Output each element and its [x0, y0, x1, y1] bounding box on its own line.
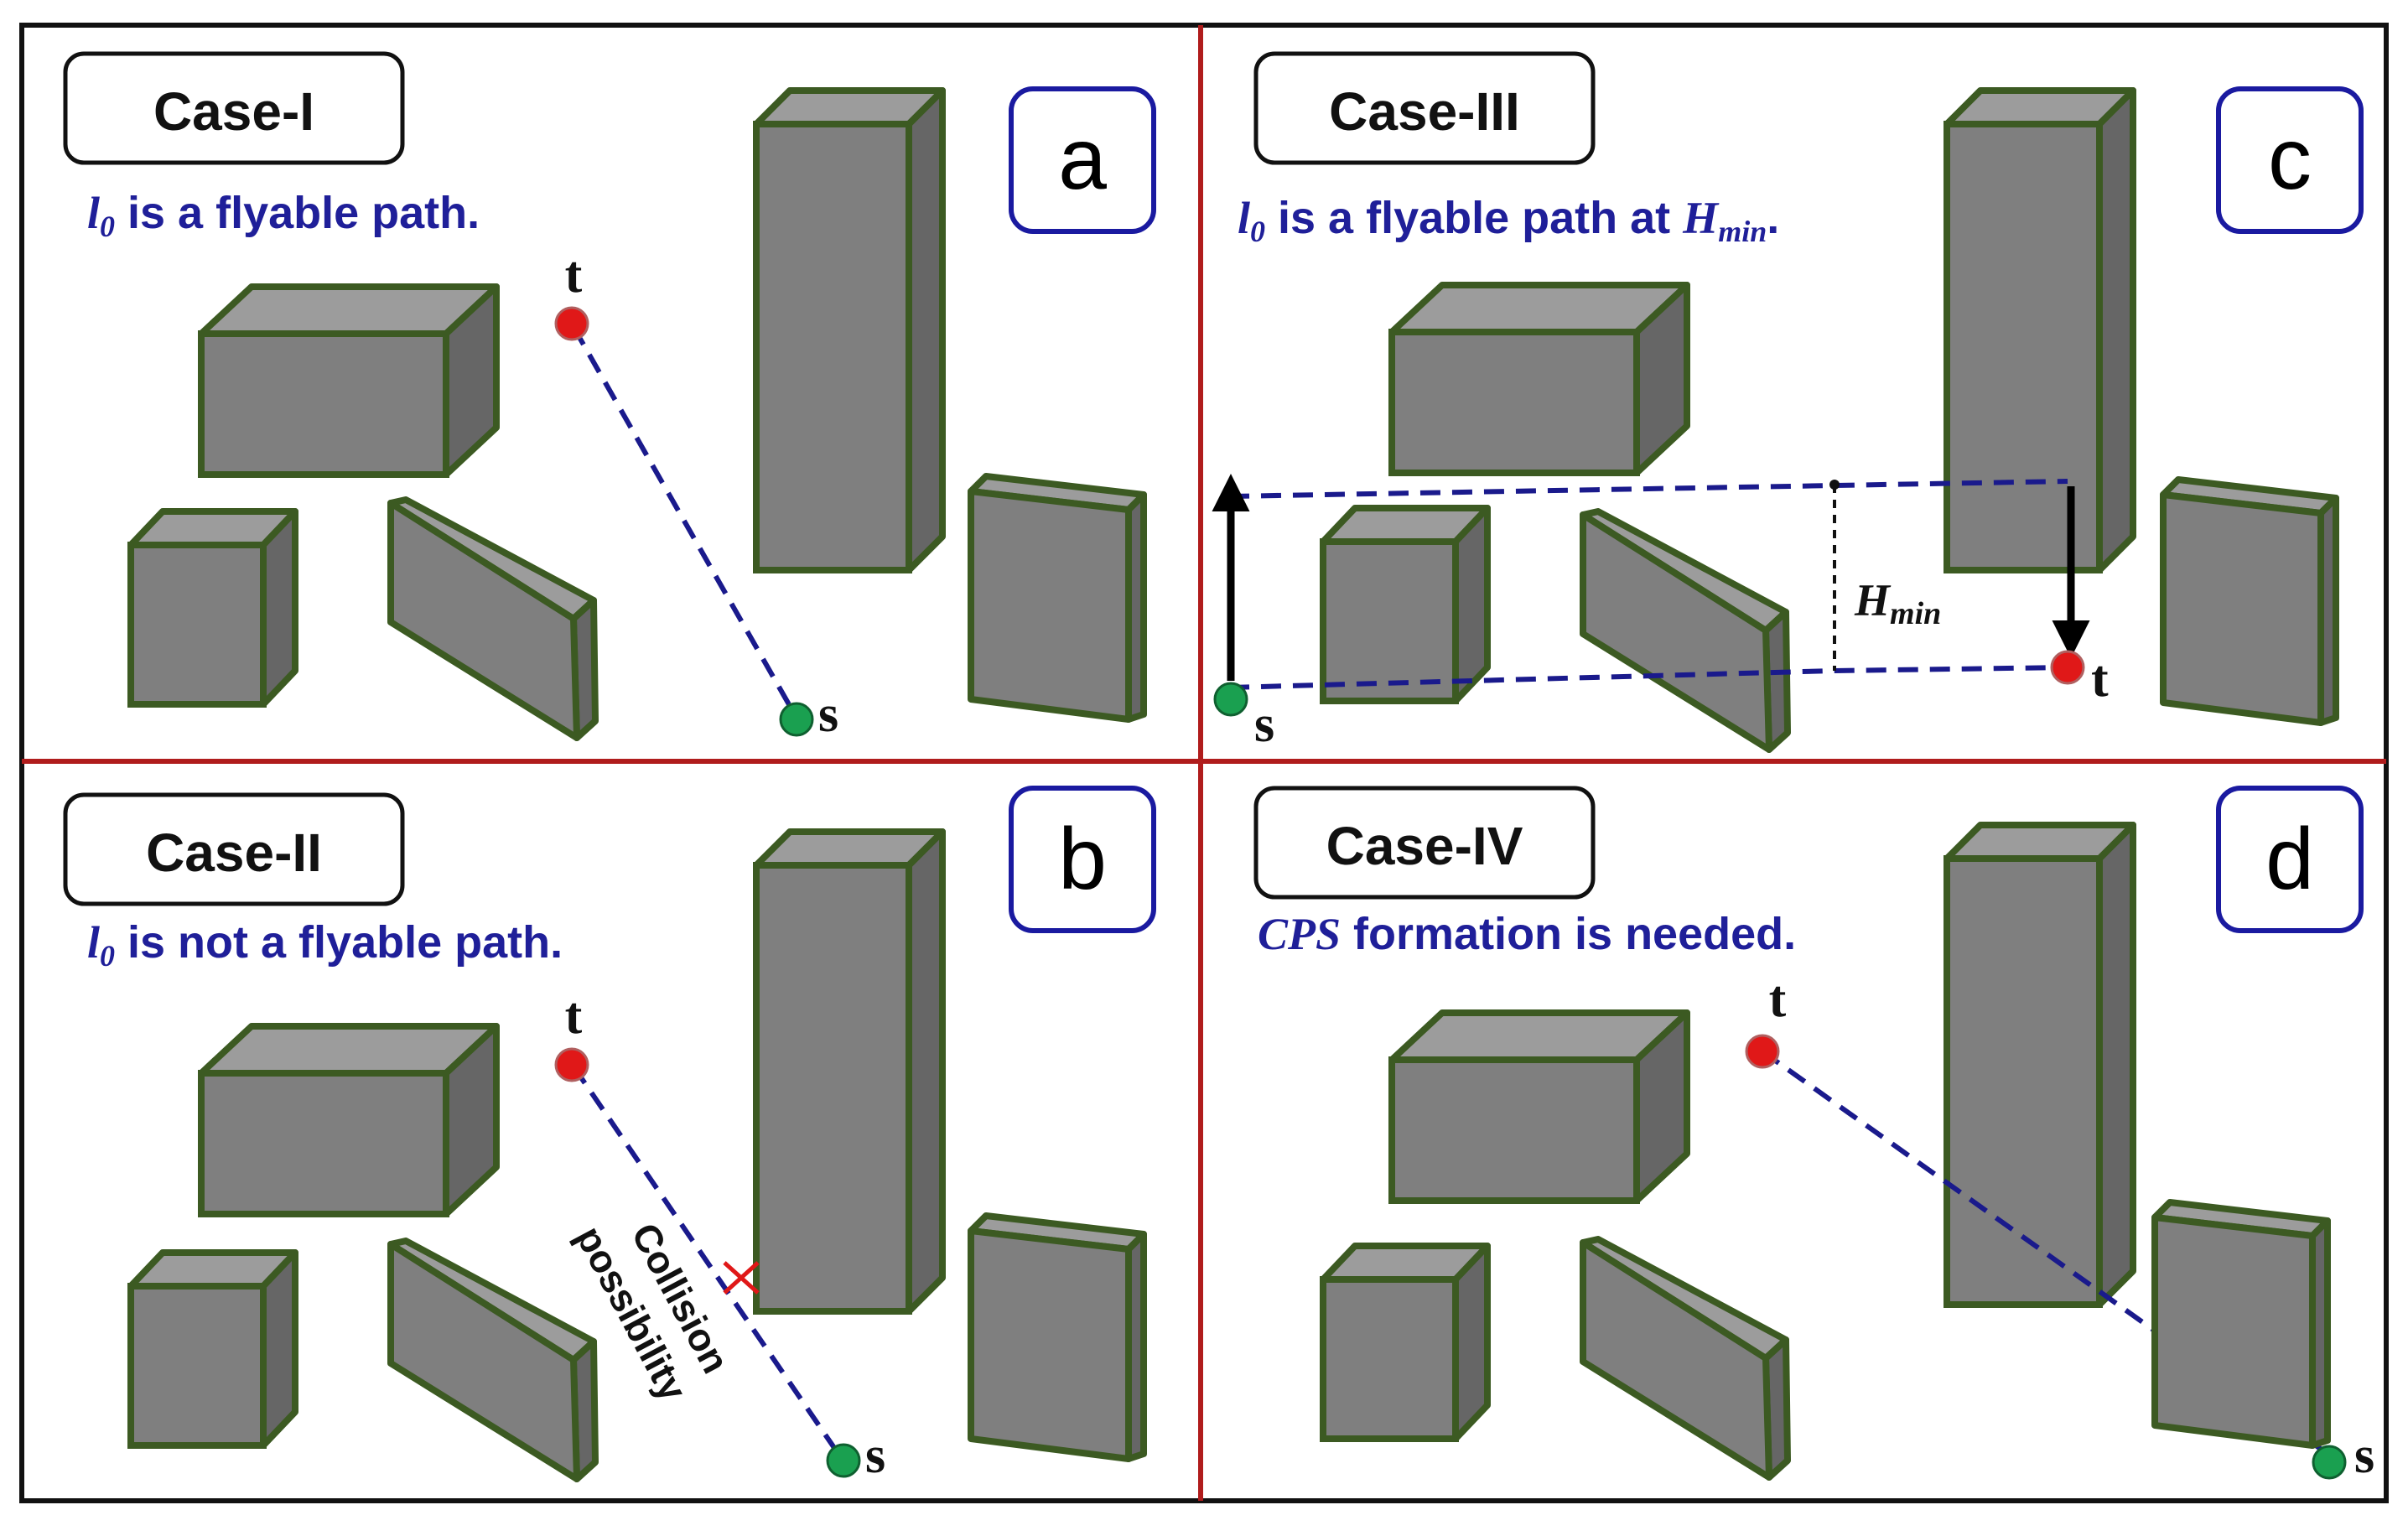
- caption: l0 is not a flyable path.: [87, 917, 563, 973]
- panel-d: Case-IV d CPS formation is needed.: [1253, 786, 2374, 1484]
- source-label: s: [818, 686, 838, 743]
- building-panel: [968, 1212, 1147, 1462]
- building-slab: [387, 496, 599, 741]
- building-tall: [753, 87, 946, 573]
- source-node: [2312, 1445, 2347, 1480]
- caption-text: is not a flyable path.: [115, 917, 563, 968]
- caption-sub: 0: [100, 939, 115, 973]
- caption-math: CPS: [1258, 909, 1341, 959]
- case-label-box: [1253, 51, 1596, 165]
- hmin-sub: min: [1890, 596, 1941, 631]
- building-cube: [1320, 505, 1491, 704]
- panel-letter: b: [1058, 811, 1107, 908]
- source-label: s: [1254, 696, 1274, 753]
- case-label: Case-IV: [1326, 816, 1523, 876]
- building-cube: [127, 508, 298, 708]
- path-l0: [571, 325, 799, 719]
- panel-letter: a: [1058, 111, 1107, 208]
- building-wide: [198, 1023, 500, 1217]
- caption-end: .: [1767, 193, 1779, 243]
- panel-letter-box: [2216, 786, 2364, 933]
- panel-letter: d: [2265, 811, 2314, 908]
- building-panel: [2151, 1199, 2331, 1449]
- path-l0: [571, 1065, 844, 1461]
- building-slab: [1580, 1236, 1791, 1481]
- caption: l0 is a flyable path.: [87, 188, 480, 243]
- caption-text: is a flyable path.: [115, 188, 480, 238]
- caption-math: l: [87, 188, 100, 238]
- panel-letter-box: [1009, 786, 1156, 933]
- caption-math: l: [1238, 193, 1250, 243]
- building-panel: [968, 473, 1147, 723]
- hmin-main: H: [1854, 575, 1892, 625]
- building-slab: [387, 1238, 599, 1482]
- caption-text: formation is needed.: [1341, 909, 1796, 959]
- hmin-label: Hmin: [1854, 575, 1941, 631]
- case-label: Case-I: [153, 81, 314, 142]
- building-tall: [753, 828, 946, 1315]
- source-label: s: [865, 1427, 885, 1484]
- panel-b: Case-II b l0 is not a flyable path.: [63, 786, 1156, 1484]
- target-node: [554, 306, 589, 341]
- source-label: s: [2354, 1427, 2374, 1484]
- case-label-box: [63, 792, 405, 906]
- caption-sub: 0: [1250, 215, 1265, 248]
- panel-letter-box: [1009, 86, 1156, 234]
- caption-sub: 0: [100, 210, 115, 243]
- case-label: Case-III: [1329, 81, 1520, 142]
- target-label: t: [565, 988, 583, 1045]
- case-label-box: [1253, 786, 1596, 900]
- source-node: [779, 702, 814, 737]
- panel-c: Case-III c l0 is a flyable path at Hmin.: [1212, 51, 2364, 753]
- x-mark-icon: [723, 1261, 760, 1295]
- caption-math: l: [87, 917, 100, 968]
- target-node: [554, 1047, 589, 1082]
- caption: l0 is a flyable path at Hmin.: [1238, 193, 1779, 248]
- panel-letter: c: [2268, 111, 2312, 208]
- building-cube: [127, 1249, 298, 1449]
- case-label-box: [63, 51, 405, 165]
- building-cube: [1320, 1243, 1491, 1442]
- building-wide: [1388, 282, 1690, 476]
- caption: CPS formation is needed.: [1258, 909, 1796, 959]
- building-tall: [1944, 87, 2136, 573]
- target-label: t: [1769, 971, 1787, 1028]
- path-upper: [1228, 479, 2068, 499]
- building-wide: [198, 283, 500, 478]
- target-node: [1745, 1034, 1780, 1069]
- panel-letter-box: [2216, 86, 2364, 234]
- building-panel: [2160, 476, 2339, 726]
- building-slab: [1580, 508, 1791, 753]
- panel-a: Case-I a l0 is a flyable path.: [63, 51, 1156, 743]
- caption-sub-2: min: [1718, 215, 1767, 248]
- caption-math-2: H: [1682, 193, 1720, 243]
- case-label: Case-II: [146, 822, 322, 883]
- caption-text: is a flyable path at: [1265, 193, 1683, 243]
- target-node: [2050, 650, 2085, 685]
- source-node: [826, 1443, 861, 1478]
- building-tall: [1944, 822, 2136, 1308]
- building-wide: [1388, 1009, 1690, 1204]
- target-label: t: [565, 246, 583, 304]
- hmin-dot: [1829, 480, 1840, 490]
- target-label: t: [2091, 651, 2109, 708]
- source-node: [1213, 682, 1248, 717]
